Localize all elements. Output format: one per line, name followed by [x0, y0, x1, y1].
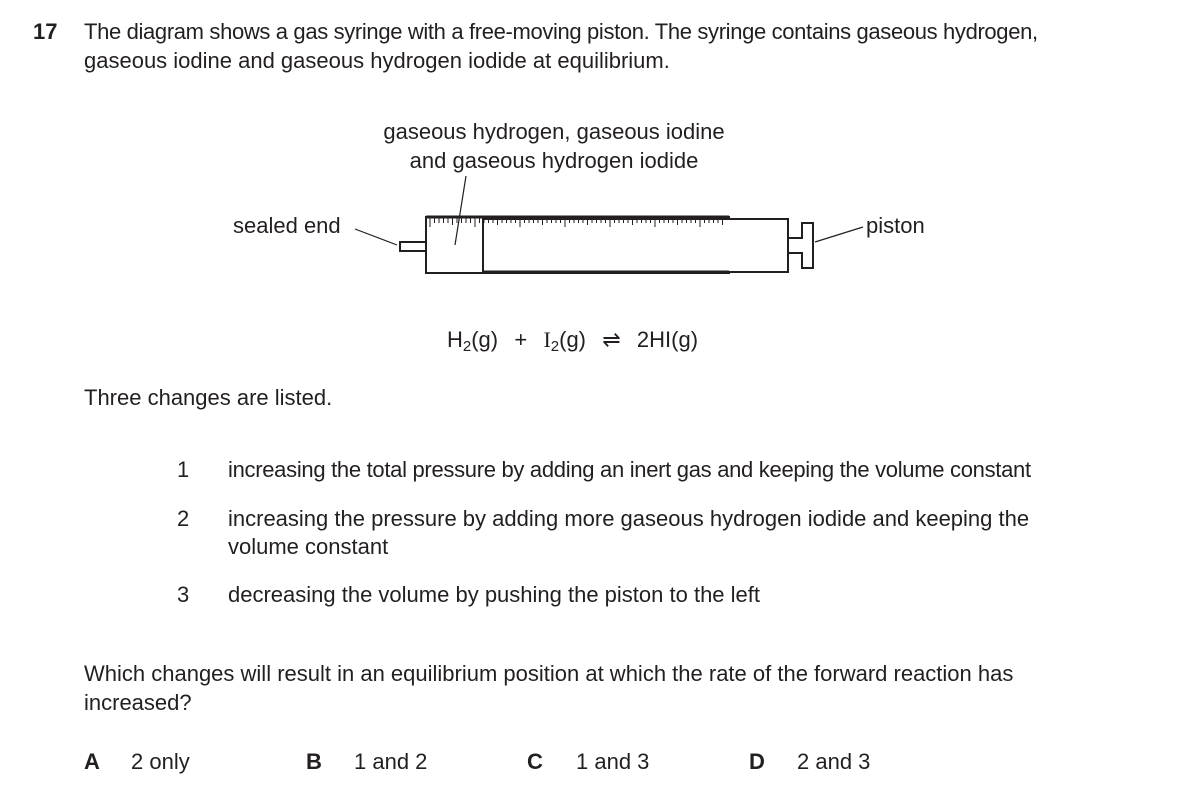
question-prompt-line1: Which changes will result in an equilibr… — [84, 661, 1014, 686]
sealed-end-label: sealed end — [233, 213, 341, 238]
question-prompt-line2: increased? — [84, 690, 192, 715]
change-text: increasing the total pressure by adding … — [228, 457, 1031, 482]
change-text-cont: volume constant — [228, 534, 389, 559]
contents-label-line1: gaseous hydrogen, gaseous iodine — [383, 119, 725, 144]
scale-ticks — [429, 218, 723, 227]
syringe-nozzle — [399, 241, 426, 252]
change-number: 1 — [177, 457, 190, 482]
change-number: 2 — [177, 506, 190, 531]
changes-intro: Three changes are listed. — [84, 385, 333, 410]
question-stem-line2: gaseous iodine and gaseous hydrogen iodi… — [84, 48, 670, 73]
contents-leader-line — [454, 175, 467, 246]
question-number: 17 — [33, 19, 58, 44]
option-letter: D — [749, 749, 765, 774]
option-text: 2 and 3 — [797, 749, 871, 774]
sealed-end-leader-line — [354, 228, 398, 246]
change-text: decreasing the volume by pushing the pis… — [228, 582, 761, 607]
option-text: 1 and 3 — [576, 749, 650, 774]
option-text: 2 only — [131, 749, 190, 774]
contents-label-line2: and gaseous hydrogen iodide — [409, 148, 699, 173]
change-text: increasing the pressure by adding more g… — [228, 506, 1030, 531]
piston-label: piston — [866, 213, 925, 238]
piston-leader-line — [814, 226, 864, 243]
option-letter: C — [527, 749, 543, 774]
change-number: 3 — [177, 582, 190, 607]
option-letter: B — [306, 749, 322, 774]
option-letter: A — [84, 749, 100, 774]
option-text: 1 and 2 — [354, 749, 428, 774]
piston-rod — [788, 222, 814, 269]
question-stem-line1: The diagram shows a gas syringe with a f… — [84, 19, 1038, 44]
syringe-piston — [482, 218, 789, 273]
equilibrium-equation: H2(g) + I2(g) ⇌ 2HI(g) — [447, 327, 699, 355]
